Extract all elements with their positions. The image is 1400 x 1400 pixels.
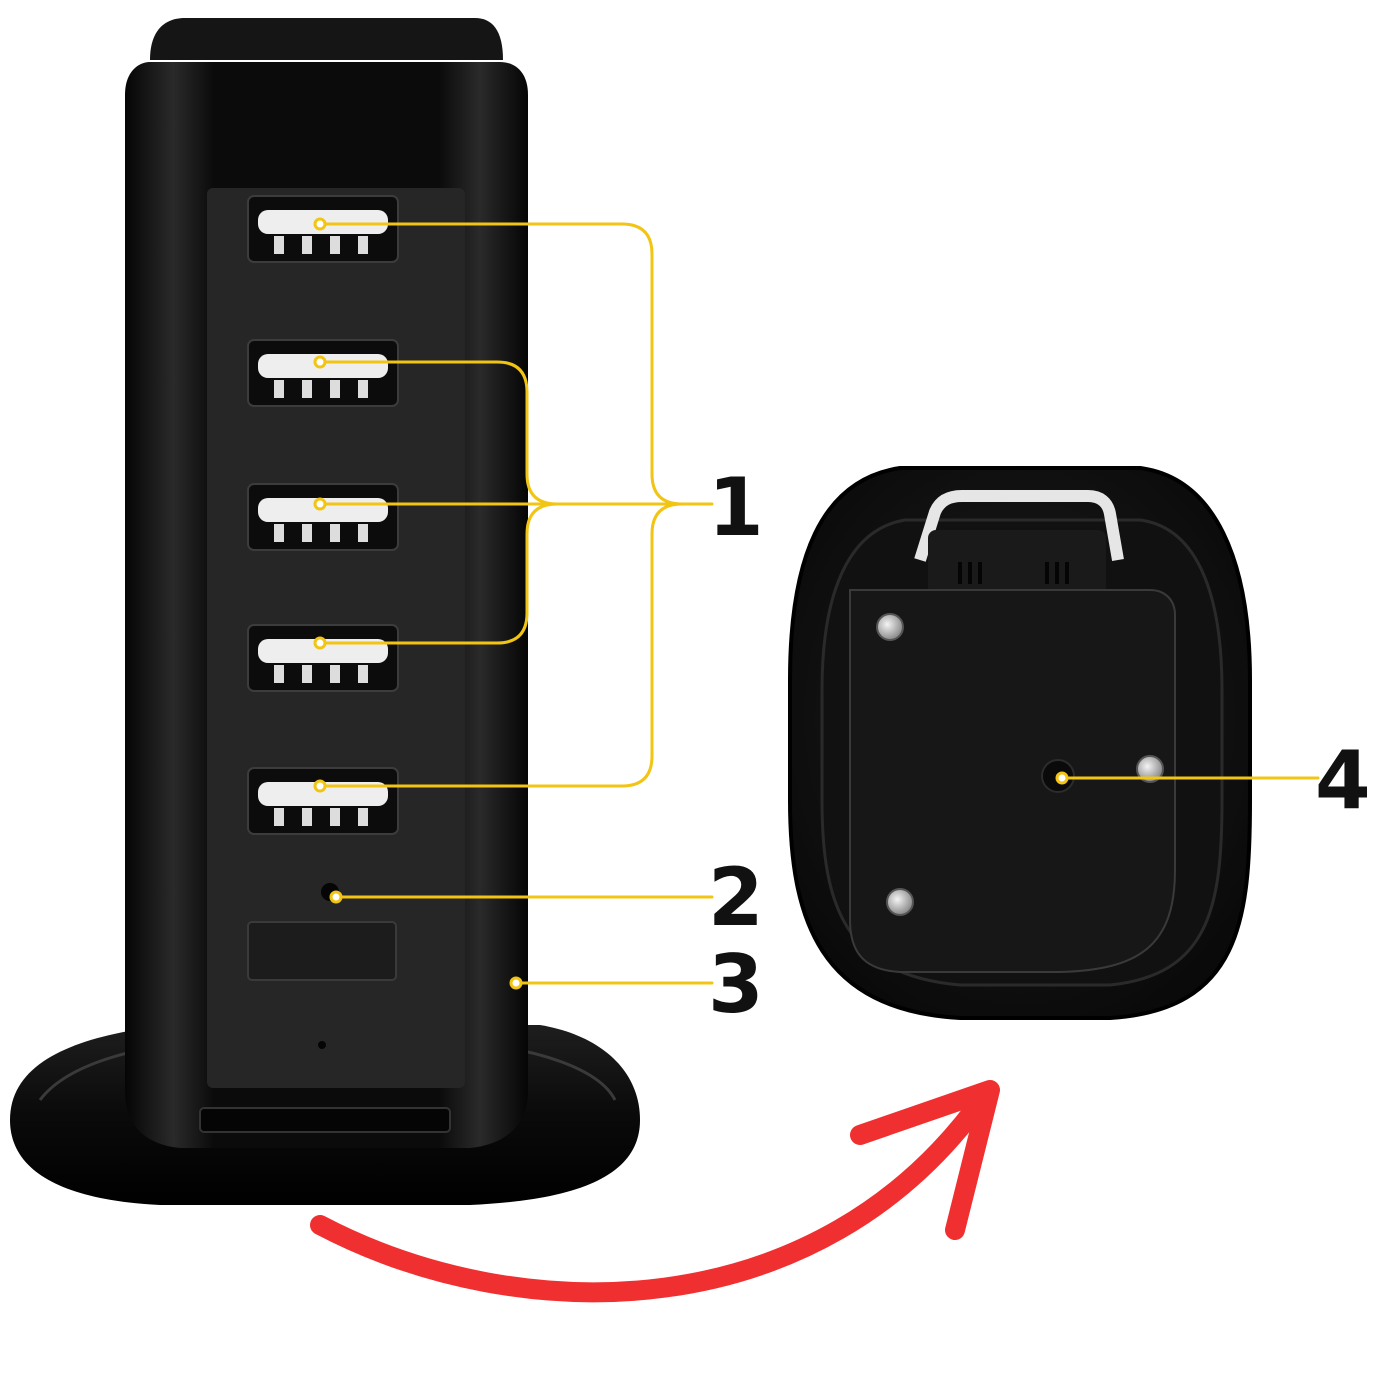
usb-port-group — [247, 195, 399, 835]
usb-port[interactable] — [247, 624, 399, 692]
bottom-clip — [928, 530, 1106, 595]
arrow-head — [850, 1080, 1000, 1240]
bottom-clip-frame — [914, 490, 1124, 562]
bottom-plate — [849, 589, 1176, 973]
usb-port[interactable] — [247, 339, 399, 407]
screw-icon — [1136, 755, 1164, 783]
callout-dot — [329, 890, 343, 904]
callout-dot — [313, 497, 327, 511]
tower-top — [150, 18, 503, 60]
arrow-shaft — [310, 1085, 995, 1303]
callout-dot — [313, 217, 327, 231]
tower-bottom-view — [788, 466, 1252, 1020]
usb-port[interactable] — [247, 767, 399, 835]
callout-line-1-outer — [318, 222, 714, 788]
callout-dot — [509, 976, 523, 990]
curved-arrow-icon — [310, 1080, 1000, 1303]
screw-icon — [886, 888, 914, 916]
callout-number-4: 4 — [1315, 734, 1371, 827]
callout-dot — [313, 355, 327, 369]
callout-number-3: 3 — [708, 938, 764, 1031]
callout-dot — [313, 636, 327, 650]
usb-port[interactable] — [247, 483, 399, 551]
callout-lines — [318, 222, 1320, 985]
callout-dots — [313, 217, 1069, 990]
label-plate — [247, 921, 397, 981]
base-slot — [199, 1107, 451, 1133]
callout-line-1-inner — [318, 360, 559, 645]
callout-dot — [313, 779, 327, 793]
screw-icon — [876, 613, 904, 641]
charging-tower — [10, 18, 640, 1205]
callout-number-2: 2 — [708, 851, 764, 944]
clip-vents — [958, 562, 1069, 584]
front-pinhole — [318, 1041, 326, 1049]
callout-number-1: 1 — [708, 461, 764, 554]
callout-dot — [1055, 771, 1069, 785]
